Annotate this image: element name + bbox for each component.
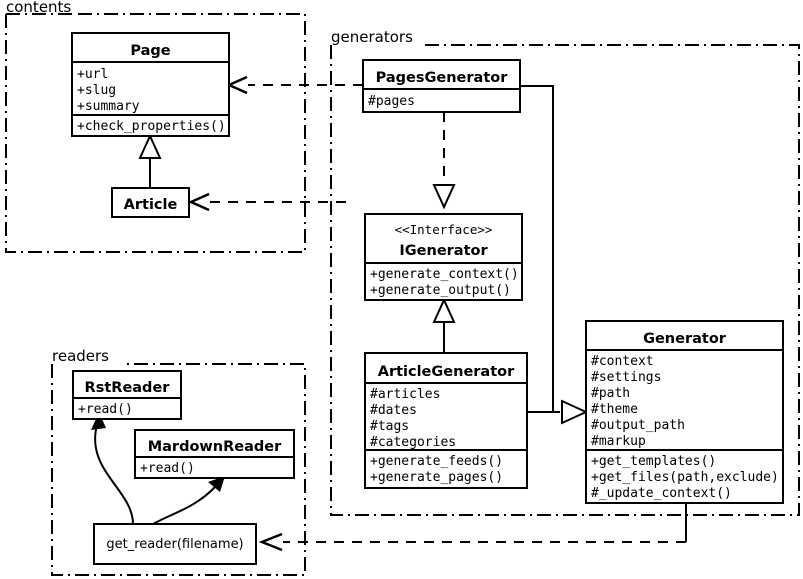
package-contents: contents: [5, 0, 306, 253]
package-readers-border: [51, 363, 306, 576]
class-rst-reader-method: +read(): [78, 402, 133, 417]
package-generators-label: generators: [331, 28, 413, 46]
class-generator-method: #_update_context(): [591, 486, 732, 501]
realization-arrowhead: [432, 184, 456, 210]
class-generator[interactable]: Generator #context #settings #path #them…: [585, 320, 784, 504]
edge-pagesgen-depends-page: [225, 75, 363, 95]
generalization-arrowhead: [561, 399, 589, 425]
edge-article-inherits-page: [138, 133, 162, 188]
edge-articlegen-inherits-igenerator: [432, 297, 456, 353]
package-readers: readers: [51, 347, 306, 576]
generalization-arrowhead: [138, 133, 162, 159]
class-page-attribute: +slug: [77, 83, 116, 98]
package-contents-border: [5, 13, 306, 253]
class-generator-attribute: #output_path: [591, 418, 685, 433]
class-pages-generator[interactable]: PagesGenerator #pages: [362, 59, 521, 113]
create-arrowhead: [91, 412, 106, 430]
dependency-arrowhead: [225, 75, 248, 95]
class-pages-generator-attribute: #pages: [368, 94, 415, 109]
class-igenerator[interactable]: <<Interface>> IGenerator +generate_conte…: [364, 213, 523, 301]
class-article-generator-title: ArticleGenerator: [378, 364, 515, 380]
class-article-generator[interactable]: ArticleGenerator #articles #dates #tags …: [364, 352, 528, 489]
function-get-reader-label: get_reader(filename): [106, 537, 243, 552]
class-generator-attribute: #markup: [591, 434, 646, 449]
edge-curve: [152, 485, 217, 525]
class-rst-reader[interactable]: RstReader +read(): [72, 370, 182, 420]
class-generator-attribute: #theme: [591, 402, 638, 417]
class-igenerator-method: +generate_context(): [370, 267, 519, 282]
class-page-title: Page: [130, 43, 170, 59]
class-generator-title: Generator: [643, 331, 727, 347]
class-generator-attribute: #context: [591, 354, 654, 369]
class-igenerator-stereotype: <<Interface>>: [395, 222, 493, 237]
class-article-generator-method: +generate_feeds(): [370, 454, 503, 469]
dependency-arrowhead: [258, 532, 283, 552]
edge-getreader-creates-rstreader: [91, 412, 134, 525]
edge-curve: [94, 424, 134, 525]
class-mardown-reader-title: MardownReader: [148, 439, 282, 455]
class-article-generator-attribute: #tags: [370, 419, 409, 434]
create-arrowhead: [208, 476, 225, 492]
class-article-generator-attribute: #dates: [370, 403, 417, 418]
class-generator-attribute: #path: [591, 386, 630, 401]
class-igenerator-box: [364, 213, 523, 301]
class-article[interactable]: Article: [111, 187, 190, 218]
class-generator-attribute: #settings: [591, 370, 661, 385]
class-article-generator-method: +generate_pages(): [370, 470, 503, 485]
class-generator-box: [585, 320, 784, 504]
class-page[interactable]: Page +url +slug +summary +check_properti…: [71, 32, 230, 137]
edge-getreader-creates-mdreader: [152, 476, 225, 525]
class-article-box: [111, 187, 190, 218]
function-get-reader-box: [93, 523, 257, 565]
edge-generator-depends-getreader: [258, 503, 687, 552]
edge-generators-inherit-generator: [520, 85, 589, 425]
class-rst-reader-box: [72, 370, 182, 420]
class-igenerator-method: +generate_output(): [370, 283, 511, 298]
package-generators: generators: [330, 28, 800, 516]
class-article-generator-attribute: #articles: [370, 387, 440, 402]
class-article-title: Article: [124, 197, 178, 213]
package-contents-label: contents: [6, 0, 71, 16]
class-mardown-reader[interactable]: MardownReader +read(): [134, 429, 295, 479]
class-rst-reader-title: RstReader: [85, 380, 171, 396]
class-pages-generator-box: [362, 59, 521, 113]
class-page-method: +check_properties(): [77, 119, 226, 134]
package-generators-border: [330, 44, 800, 516]
class-page-attribute: +summary: [77, 99, 140, 114]
dependency-arrowhead: [187, 192, 210, 212]
class-pages-generator-title: PagesGenerator: [376, 70, 509, 86]
class-generator-method: +get_files(path,exclude): [591, 470, 779, 485]
class-article-generator-attribute: #categories: [370, 435, 456, 450]
class-page-attribute: +url: [77, 67, 108, 82]
package-readers-label: readers: [52, 347, 109, 365]
class-igenerator-title: IGenerator: [399, 243, 488, 259]
edge-line-pagesgen: [520, 85, 554, 412]
class-mardown-reader-method: +read(): [140, 461, 195, 476]
class-page-box: [71, 32, 230, 137]
edge-pagesgen-realizes-igenerator: [432, 112, 456, 210]
class-article-generator-box: [364, 352, 528, 489]
class-mardown-reader-box: [134, 429, 295, 479]
edge-articlegen-depends-article: [187, 192, 346, 212]
function-get-reader[interactable]: get_reader(filename): [93, 523, 257, 565]
generalization-arrowhead: [432, 297, 456, 323]
class-generator-method: +get_templates(): [591, 454, 716, 469]
